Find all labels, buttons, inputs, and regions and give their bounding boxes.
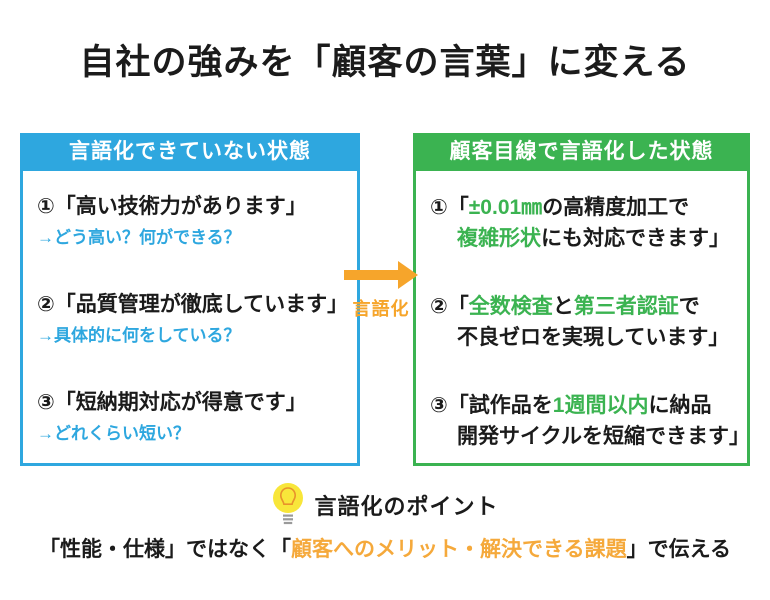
text-segment: 不良ゼロを実現しています」 (457, 326, 730, 349)
right-box-header: 顧客目線で言語化した状態 (413, 133, 750, 171)
right-item-1-line-2: 複雑形状にも対応できます」 (430, 223, 741, 254)
left-item-1: ①「高い技術力があります」 →どう高い？何ができる？ (37, 192, 351, 250)
left-item-3-main: ③「短納期対応が得意です」 (37, 391, 307, 414)
right-box-verbalized: 顧客目線で言語化した状態 ①「±0.01㎜の高精度加工で 複雑形状にも対応できま… (413, 133, 750, 466)
left-item-1-note: →どう高い？何ができる？ (37, 228, 241, 247)
text-segment: ①「 (430, 196, 469, 219)
text-segment-highlight: 第三者認証 (573, 295, 679, 318)
left-item-2-note: →具体的に何をしている？ (37, 326, 241, 345)
text-segment: ②「 (430, 295, 469, 318)
transform-arrow: 言語化 (344, 260, 418, 321)
text-segment-highlight: ±0.01㎜ (468, 196, 543, 219)
point-summary-line: 「性能・仕様」ではなく「顧客へのメリット・解決できる課題」で伝える (0, 533, 770, 563)
right-item-1-line-1: ①「±0.01㎜の高精度加工で (430, 192, 741, 223)
left-item-3: ③「短納期対応が得意です」 →どれくらい短い？ (37, 388, 351, 446)
text-segment: の高精度加工で (542, 196, 690, 219)
point-heading-row: 言語化のポイント (0, 482, 770, 528)
text-segment: と (552, 295, 574, 318)
left-item-2: ②「品質管理が徹底しています」 →具体的に何をしている？ (37, 290, 351, 348)
right-item-3-line-1: ③「試作品を1週間以内に納品 (430, 390, 741, 421)
text-segment: 試作品を (468, 394, 553, 417)
lightbulb-icon (273, 483, 304, 525)
text-segment-highlight: 1週間以内 (552, 394, 649, 417)
right-arrow-icon (344, 261, 418, 289)
text-segment-highlight: 複雑形状 (457, 227, 541, 250)
point-heading: 言語化のポイント (314, 494, 499, 519)
right-item-3: ③「試作品を1週間以内に納品 開発サイクルを短縮できます」 (430, 390, 750, 452)
right-item-2-line-2: 不良ゼロを実現しています」 (430, 322, 741, 353)
left-item-3-note: →どれくらい短い？ (37, 424, 190, 443)
page-title: 自社の強みを「顧客の言葉」に変える (79, 43, 691, 82)
left-box-not-verbalized: 言語化できていない状態 ①「高い技術力があります」 →どう高い？何ができる？ ②… (20, 133, 360, 466)
right-item-2-line-1: ②「全数検査と第三者認証で (430, 291, 741, 322)
text-segment: ③「 (430, 394, 469, 417)
left-box-header: 言語化できていない状態 (20, 133, 360, 171)
left-item-1-main: ①「高い技術力があります」 (37, 195, 307, 218)
text-segment: 」で伝える (626, 538, 731, 561)
right-item-2: ②「全数検査と第三者認証で 不良ゼロを実現しています」 (430, 291, 741, 353)
right-item-3-line-2: 開発サイクルを短縮できます」 (430, 421, 750, 452)
text-segment: 「性能・仕様」ではなく「 (39, 538, 292, 561)
left-item-2-main: ②「品質管理が徹底しています」 (37, 293, 349, 316)
text-segment: にも対応できます」 (541, 227, 730, 250)
text-segment-highlight: 全数検査 (468, 295, 553, 318)
text-segment: 開発サイクルを短縮できます」 (457, 425, 750, 448)
right-box-body: ①「±0.01㎜の高精度加工で 複雑形状にも対応できます」 ②「全数検査と第三者… (413, 171, 750, 466)
left-box-body: ①「高い技術力があります」 →どう高い？何ができる？ ②「品質管理が徹底していま… (20, 171, 360, 466)
right-item-1: ①「±0.01㎜の高精度加工で 複雑形状にも対応できます」 (430, 192, 741, 254)
arrow-label: 言語化 (352, 299, 410, 319)
text-segment: で (678, 295, 700, 318)
text-segment-highlight: 顧客へのメリット・解決できる課題 (291, 538, 627, 561)
text-segment: に納品 (648, 394, 712, 417)
